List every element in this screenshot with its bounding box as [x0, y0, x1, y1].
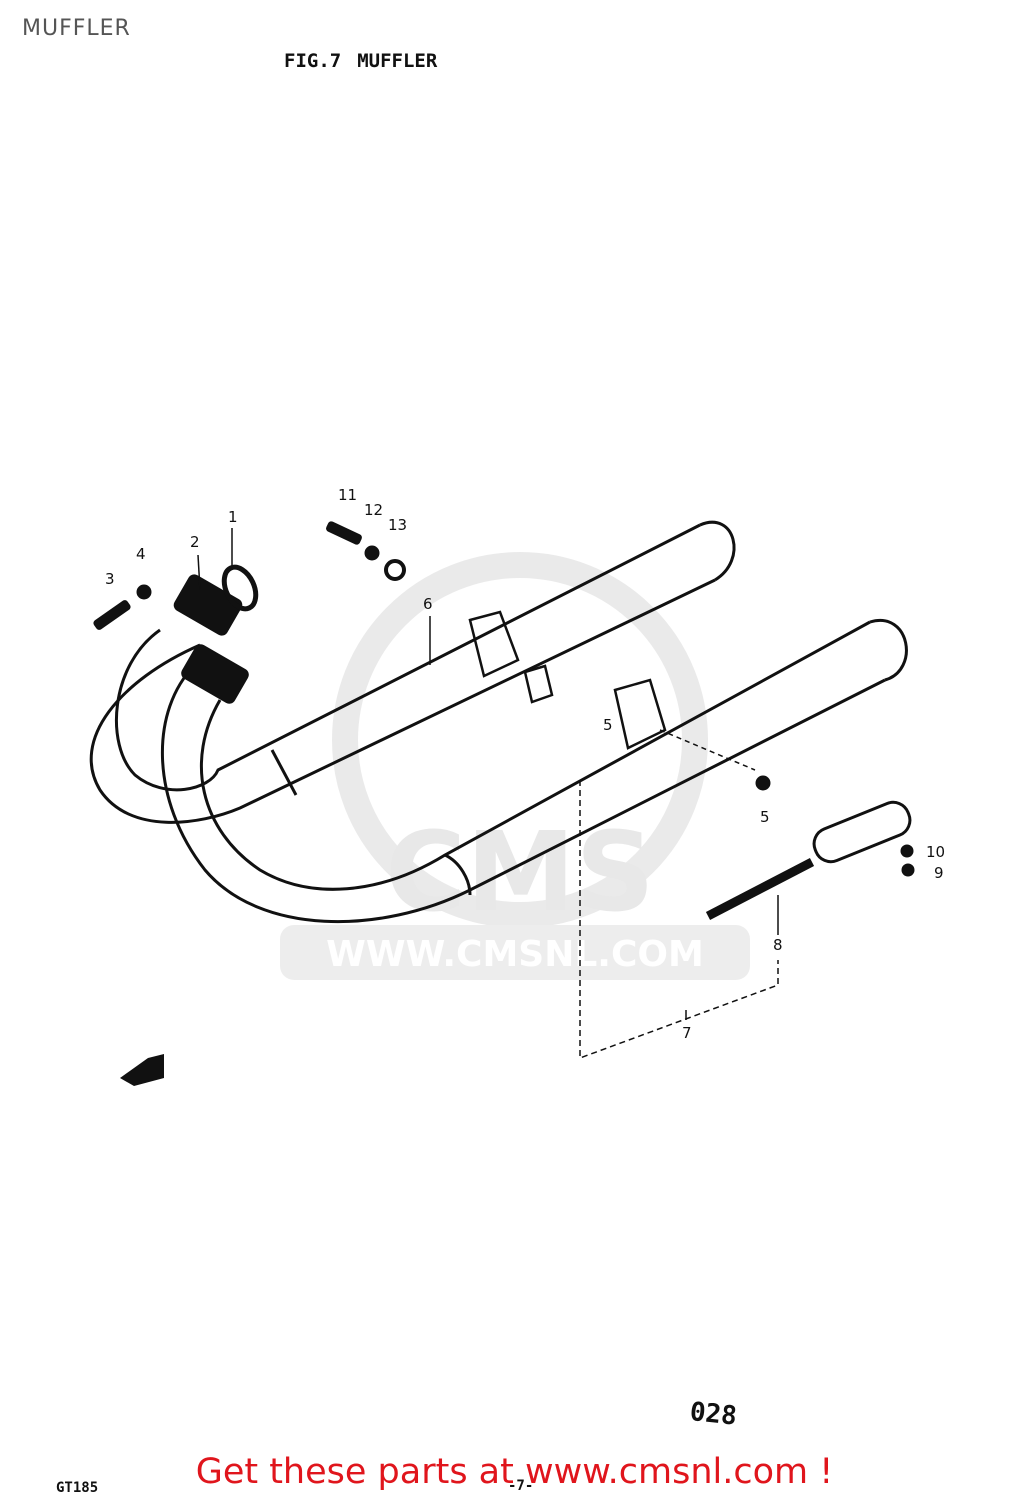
flange-hardware: [93, 521, 915, 877]
baffle-screw-lock: [901, 863, 915, 877]
callout-10: 10: [926, 843, 945, 861]
watermark-logo-text: CMS: [385, 808, 654, 936]
exhaust-gasket: [221, 564, 259, 612]
callout-12: 12: [364, 501, 383, 519]
diagram-stamp: 028: [688, 1397, 738, 1432]
callout-6: 6: [423, 595, 433, 613]
muffler-lower: [161, 618, 908, 924]
baffle-body: [812, 800, 912, 864]
figure-number: FIG.7: [284, 50, 342, 72]
figure-title: FIG.7 MUFFLER: [284, 50, 437, 72]
bracket-nut: [384, 559, 406, 581]
exhaust-clamp-lower: [181, 644, 249, 704]
page-title: MUFFLER: [22, 16, 131, 41]
callout-9: 9: [934, 864, 944, 882]
flange-bolt: [93, 600, 131, 630]
callout-1: 1: [228, 508, 238, 526]
callout-5b: 5: [760, 808, 770, 826]
bracket-washer: [364, 545, 380, 561]
footer-cta-link[interactable]: Get these parts at www.cmsnl.com !: [195, 1452, 834, 1492]
page-number: -7-: [508, 1478, 534, 1494]
watermark-logo-ring: [332, 552, 708, 928]
callout-3: 3: [105, 570, 115, 588]
silencer-baffle: [705, 800, 912, 920]
model-code: GT185: [56, 1480, 99, 1496]
flange-washer: [136, 584, 152, 600]
front-direction-arrow: [120, 1054, 164, 1086]
mount-washer: [755, 775, 771, 791]
callout-5a: 5: [603, 716, 613, 734]
callout-7: 7: [682, 1024, 692, 1042]
watermark: CMS WWW.CMSNL.COM: [280, 552, 750, 980]
exhaust-clamp-upper: [173, 574, 243, 636]
watermark-band: [280, 925, 750, 980]
watermark-url: WWW.CMSNL.COM: [326, 934, 704, 975]
bracket-bolt: [326, 521, 362, 545]
callout-2: 2: [190, 533, 200, 551]
baffle-screw-head: [900, 844, 914, 858]
muffler-upper: [89, 520, 736, 824]
callout-8: 8: [773, 936, 783, 954]
leader-lines: [197, 528, 779, 1060]
callout-labels: 1 2 3 4 5 5 6 7 8 9 10 11 12 13: [105, 486, 945, 1042]
callout-4: 4: [136, 545, 146, 563]
callout-11: 11: [338, 486, 357, 504]
figure-name: MUFFLER: [357, 50, 438, 72]
callout-13: 13: [388, 516, 407, 534]
